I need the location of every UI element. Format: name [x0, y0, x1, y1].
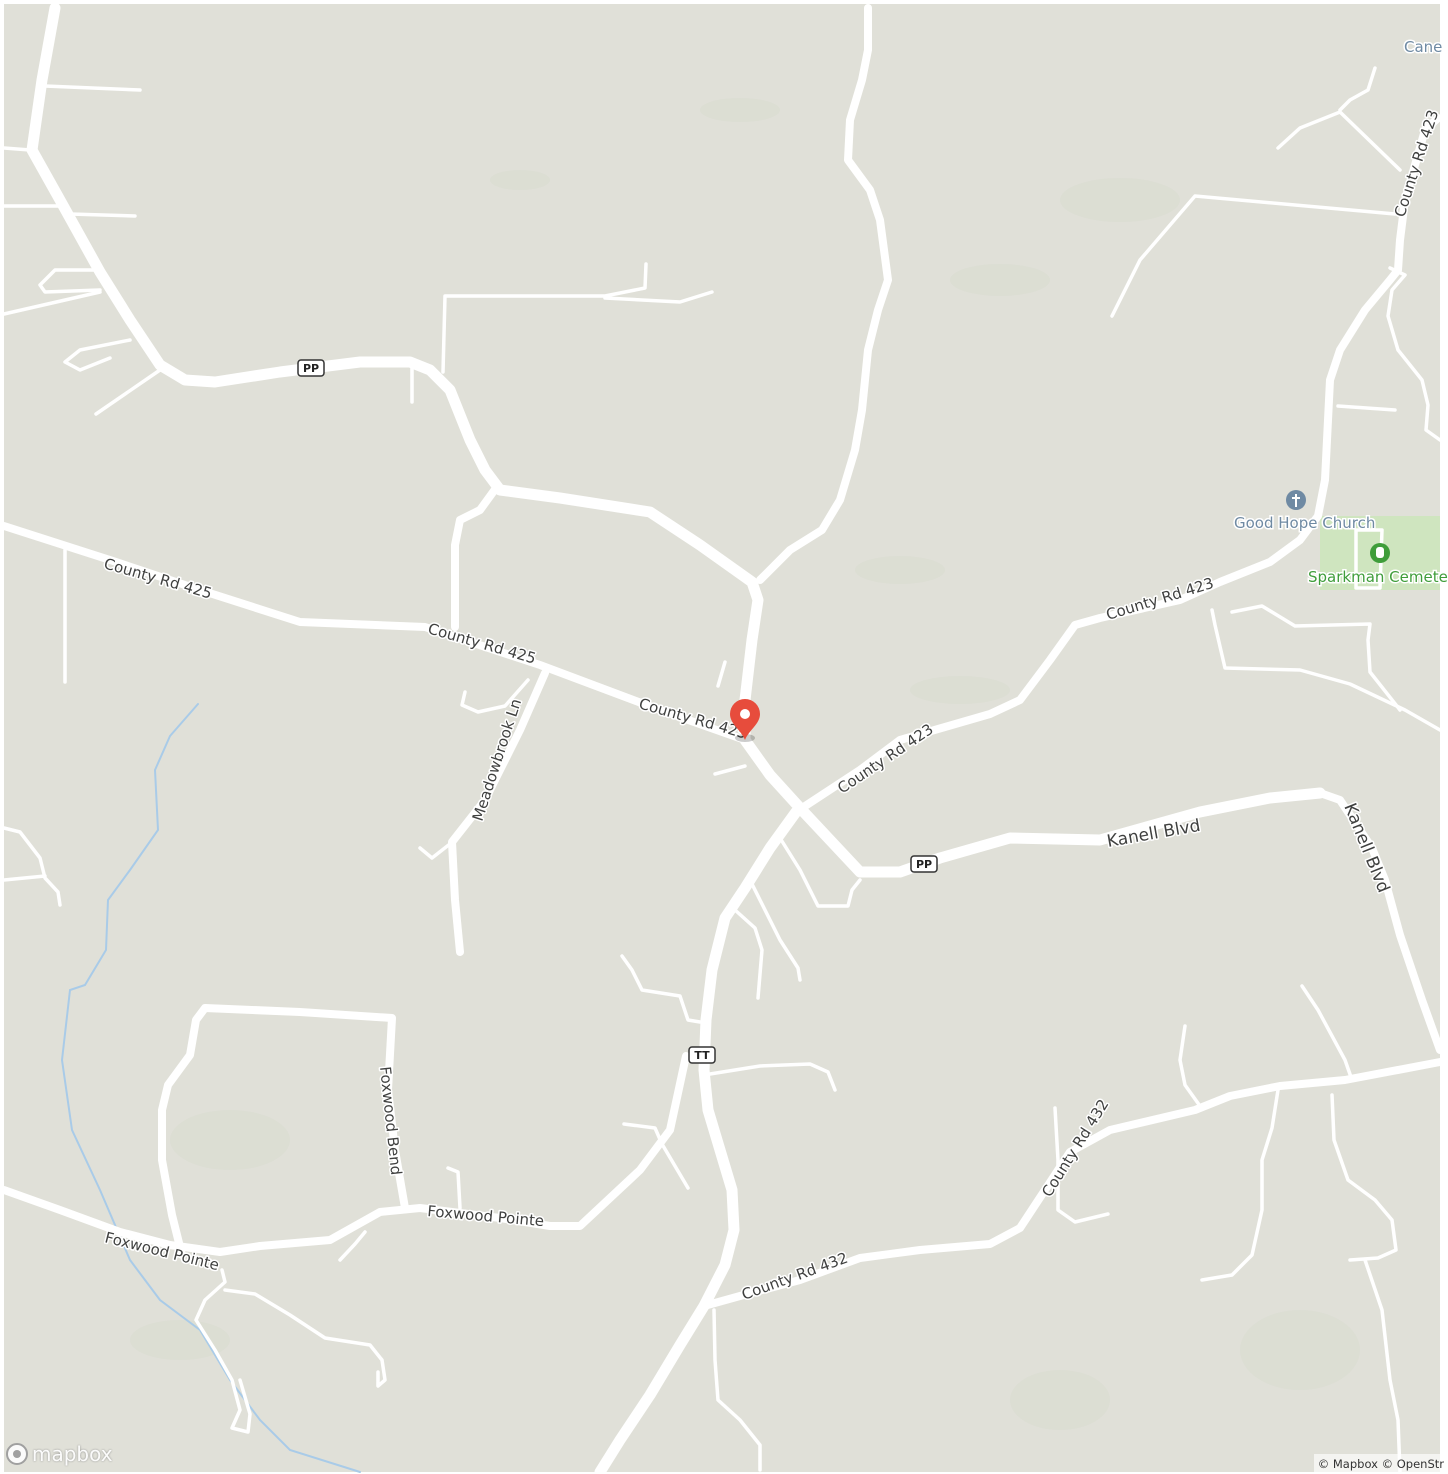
route-shield-tt: TT — [688, 1046, 716, 1064]
vegetation-patches — [130, 98, 1360, 1430]
poi-cemetery[interactable]: Sparkman Cemeter — [1307, 543, 1448, 588]
cemetery-icon-stone — [1376, 547, 1384, 558]
poi-label: Sparkman Cemeter — [1308, 568, 1448, 586]
poi-church[interactable]: Good Hope Church — [1233, 490, 1377, 534]
route-shield-pp: PP — [910, 855, 938, 873]
mapbox-logo[interactable]: mapbox — [6, 1442, 113, 1466]
mapbox-logo-icon — [6, 1443, 28, 1465]
location-pin-icon[interactable] — [730, 699, 760, 742]
major-roads — [26, 2, 1326, 1474]
land-background — [4, 4, 1440, 1472]
poi-label: Good Hope Church — [1234, 514, 1375, 532]
shield-text: PP — [916, 858, 932, 871]
mapbox-logo-text: mapbox — [32, 1442, 113, 1466]
place-label: Cane — [1404, 38, 1442, 56]
route-shield-pp: PP — [297, 359, 325, 377]
medium-roads — [0, 4, 1444, 1310]
shield-text: PP — [303, 362, 319, 375]
church-icon-cross — [1292, 494, 1300, 507]
map-attribution[interactable]: © Mapbox © OpenStr — [1313, 1454, 1448, 1474]
shield-text: TT — [694, 1049, 710, 1062]
minor-roads — [2, 66, 1442, 1474]
